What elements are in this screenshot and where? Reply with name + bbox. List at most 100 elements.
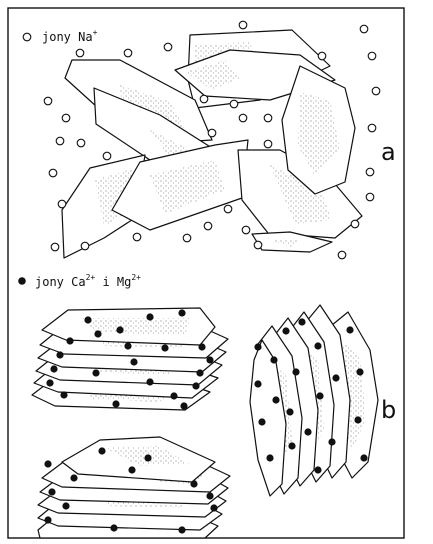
panel-label-a: a xyxy=(381,138,396,166)
ca-mg-ion xyxy=(180,402,187,409)
na-ion xyxy=(230,100,238,108)
ca-mg-ion xyxy=(84,316,91,323)
na-clay-flakes xyxy=(62,30,362,258)
ca-mg-ion xyxy=(44,460,51,467)
ca-mg-ion xyxy=(161,344,168,351)
ca-mg-ion xyxy=(292,368,299,375)
horizontal-flake-stack-lower xyxy=(38,437,230,538)
ca-mg-ion xyxy=(146,313,153,320)
na-ion xyxy=(351,220,359,228)
ca-mg-ion xyxy=(116,326,123,333)
ca-mg-ion xyxy=(254,380,261,387)
na-ion xyxy=(338,251,346,259)
na-ion xyxy=(49,169,57,177)
ca-mg-ion xyxy=(314,466,321,473)
ca-mg-ion xyxy=(146,378,153,385)
ca-mg-ion xyxy=(254,343,261,350)
na-ion xyxy=(77,139,85,147)
na-ion xyxy=(318,52,326,60)
na-ion xyxy=(56,137,64,145)
ca-mg-ion xyxy=(110,524,117,531)
ca-mg-ion xyxy=(62,502,69,509)
na-ion xyxy=(368,52,376,60)
na-ion xyxy=(76,49,84,57)
ca-mg-ion xyxy=(266,454,273,461)
na-ion xyxy=(372,87,380,95)
ca-mg-ion xyxy=(314,342,321,349)
ca-mg-ion xyxy=(44,516,51,523)
ca-mg-ion xyxy=(50,365,57,372)
ca-mg-ion xyxy=(190,480,197,487)
ca-mg-ion xyxy=(206,492,213,499)
na-ion xyxy=(360,25,368,33)
na-ion xyxy=(124,49,132,57)
ca-mg-ion xyxy=(130,358,137,365)
panel-b: jony Ca2+ i Mg2+ xyxy=(18,273,378,538)
ca-mg-ion xyxy=(286,408,293,415)
na-ion xyxy=(366,193,374,201)
na-ion xyxy=(44,97,52,105)
ca-mg-ion xyxy=(112,400,119,407)
ca-mg-ion xyxy=(354,416,361,423)
ca-mg-ion xyxy=(94,330,101,337)
na-ion xyxy=(264,140,272,148)
ca-mg-ion xyxy=(206,356,213,363)
ca-mg-ion xyxy=(198,343,205,350)
ca-mg-ion xyxy=(56,351,63,358)
ca-mg-ion xyxy=(346,326,353,333)
ca-mg-ion xyxy=(304,428,311,435)
na-ion xyxy=(264,114,272,122)
ca-mg-ion xyxy=(282,327,289,334)
na-ion-legend-icon xyxy=(23,33,31,41)
na-ion xyxy=(239,21,247,29)
ca-mg-ion xyxy=(128,466,135,473)
legend-ca-mg-label: jony Ca2+ i Mg2+ xyxy=(35,273,141,289)
ca-mg-ion xyxy=(196,369,203,376)
ca-mg-ion xyxy=(270,356,277,363)
na-ion xyxy=(239,114,247,122)
ca-mg-ion xyxy=(328,438,335,445)
ca-mg-ion xyxy=(70,474,77,481)
ca-mg-ion-legend-icon xyxy=(18,277,26,285)
ca-mg-ion xyxy=(356,368,363,375)
na-ion xyxy=(62,114,70,122)
na-ion xyxy=(133,233,141,241)
ca-mg-ion xyxy=(124,342,131,349)
ca-mg-ion xyxy=(66,337,73,344)
ca-mg-ion xyxy=(192,382,199,389)
ca-mg-ion xyxy=(48,488,55,495)
ca-mg-ion xyxy=(332,374,339,381)
na-ion xyxy=(58,200,66,208)
ca-mg-ion xyxy=(298,318,305,325)
ca-mg-ion xyxy=(178,526,185,533)
na-ion xyxy=(242,226,250,234)
ca-mg-ion xyxy=(178,309,185,316)
legend-ca-mg: jony Ca2+ i Mg2+ xyxy=(18,273,141,289)
na-ion xyxy=(81,242,89,250)
na-ion xyxy=(183,234,191,242)
legend-na: jony Na+ xyxy=(23,28,97,44)
na-ion xyxy=(368,124,376,132)
panel-a: jony Na+ xyxy=(23,21,380,259)
ca-mg-ion xyxy=(316,392,323,399)
na-ion xyxy=(204,222,212,230)
panel-label-b: b xyxy=(381,396,396,424)
ca-mg-ion xyxy=(60,391,67,398)
na-ion xyxy=(254,241,262,249)
vertical-flake-stack xyxy=(250,305,378,496)
na-ion xyxy=(103,152,111,160)
na-ion xyxy=(200,95,208,103)
ca-mg-ion xyxy=(360,454,367,461)
ca-mg-ion xyxy=(170,392,177,399)
clay-flake xyxy=(112,140,248,230)
ca-mg-ion xyxy=(210,504,217,511)
ca-mg-ion xyxy=(46,379,53,386)
ca-mg-ion xyxy=(92,369,99,376)
na-ion xyxy=(366,168,374,176)
ca-mg-ion xyxy=(272,396,279,403)
ca-mg-ion xyxy=(288,442,295,449)
na-ion xyxy=(164,43,172,51)
ca-mg-ion xyxy=(144,454,151,461)
na-ion xyxy=(224,205,232,213)
